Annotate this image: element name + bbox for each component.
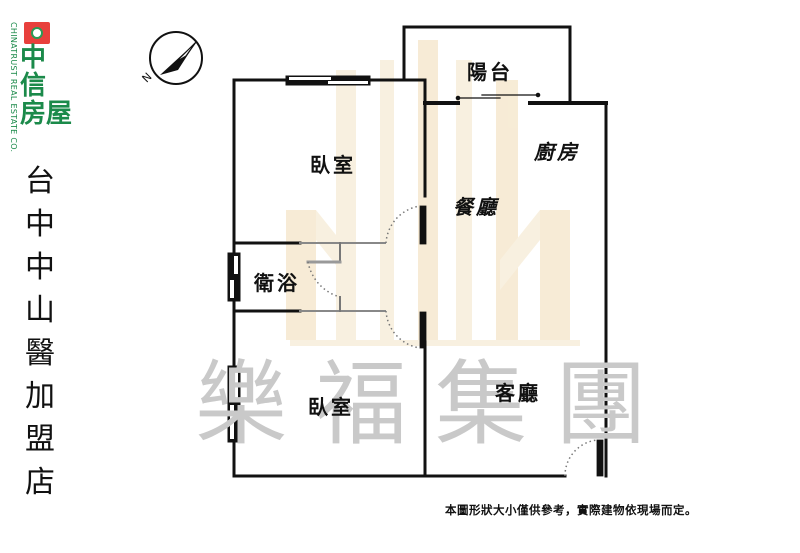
store-name-char: 加 — [25, 379, 55, 414]
brand-name-char: 信 — [20, 71, 47, 101]
room-label-dining: 餐廳 — [453, 195, 499, 219]
brand-logo-mark — [24, 22, 50, 44]
store-name-char: 中 — [25, 207, 55, 242]
flower-icon — [31, 27, 43, 39]
store-name: 台中中山醫加盟店 — [20, 160, 60, 504]
store-name-char: 盟 — [25, 422, 55, 457]
store-name-char: 中 — [25, 250, 55, 285]
store-name-char: 山 — [25, 293, 55, 328]
watermark-text: 樂福集團 — [195, 351, 676, 458]
store-name-char: 店 — [25, 465, 55, 500]
compass-icon: N — [140, 31, 203, 85]
store-name-char: 台 — [25, 164, 55, 199]
background-watermark-building — [286, 40, 580, 346]
room-label-bathroom: 衛浴 — [254, 271, 300, 295]
store-name-char: 醫 — [25, 336, 55, 371]
brand-name-char: 中 — [20, 43, 47, 73]
disclaimer-text: 本圖形狀大小僅供參考，實際建物依現場而定。 — [445, 503, 697, 517]
room-label-kitchen: 廚房 — [534, 140, 580, 164]
compass-north-label: N — [140, 70, 155, 85]
room-label-balcony: 陽台 — [467, 60, 513, 84]
room-label-living: 客廳 — [495, 381, 541, 405]
room-label-bedroom-top: 臥室 — [310, 153, 356, 177]
brand-name-en: CHINATRUST REAL ESTATE CO. — [9, 22, 18, 153]
room-label-bedroom-bottom: 臥室 — [308, 395, 354, 419]
